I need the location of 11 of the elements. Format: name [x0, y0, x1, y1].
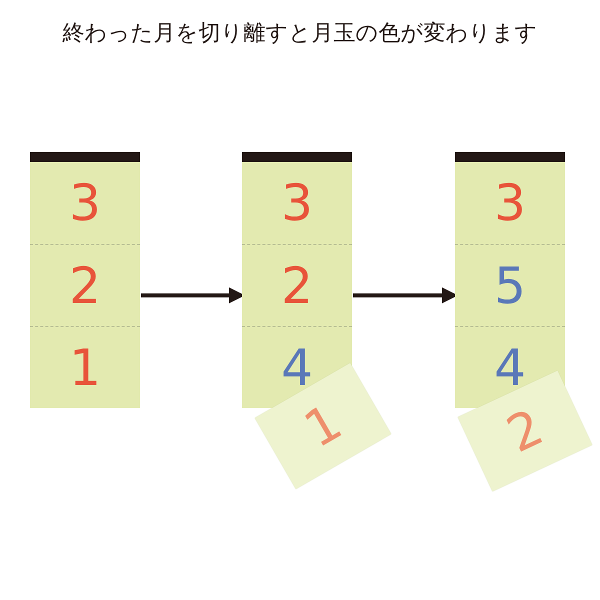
calendar-sheet: 2	[242, 244, 352, 326]
title: 終わった月を切り離すと月玉の色が変わります	[62, 20, 538, 48]
calendar-sheet: 5	[455, 244, 565, 326]
calendar-pad	[242, 152, 352, 408]
calendar-sheet: 2	[30, 244, 140, 326]
calendar-pad	[455, 152, 565, 408]
calendar-sheet: 1	[30, 326, 140, 408]
calendar-sheet: 3	[455, 162, 565, 244]
calendar-pad	[30, 152, 140, 408]
calendar-sheet: 3	[30, 162, 140, 244]
calendar-sheet: 3	[242, 162, 352, 244]
